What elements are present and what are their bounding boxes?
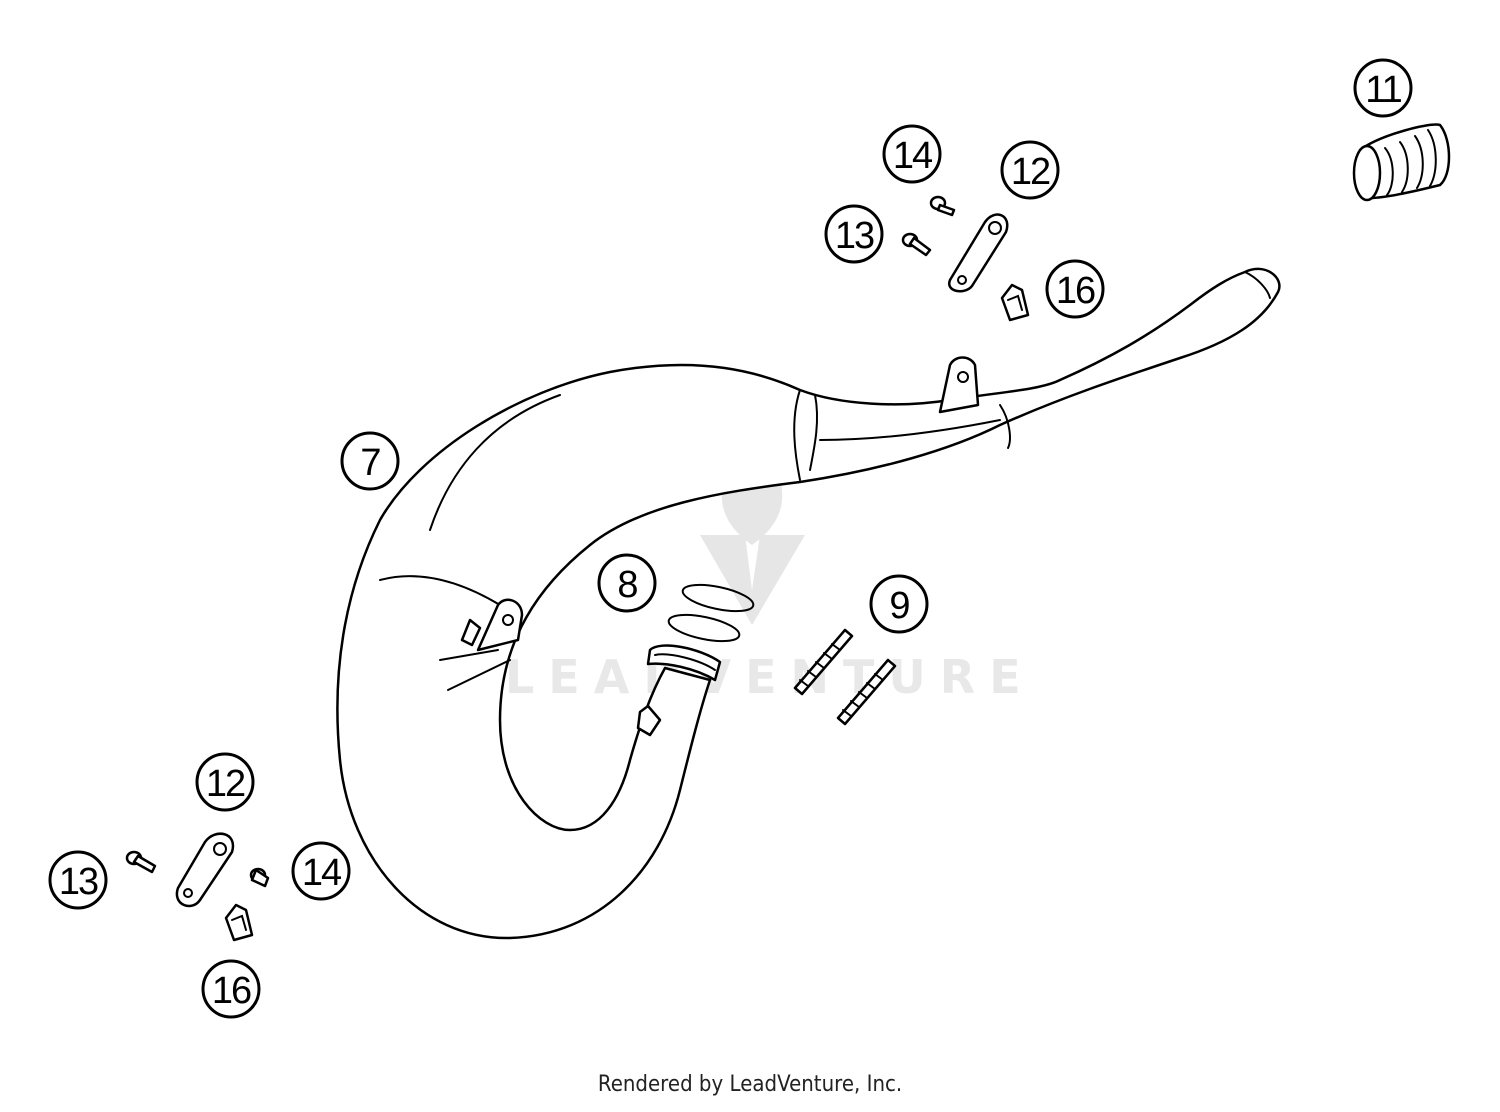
lower-screw-13 xyxy=(125,850,157,874)
callout-11-label: 11 xyxy=(1365,69,1401,111)
callout-16-upper-label: 16 xyxy=(1056,270,1095,312)
callout-16-upper: 16 xyxy=(1045,259,1105,319)
callout-12-lower: 12 xyxy=(195,752,255,812)
callout-13-upper-label: 13 xyxy=(835,215,874,257)
callout-13-upper: 13 xyxy=(824,204,884,264)
callout-7-label: 7 xyxy=(360,442,380,484)
callout-13-lower: 13 xyxy=(48,850,108,910)
o-rings xyxy=(667,583,755,643)
rendered-by-footer: Rendered by LeadVenture, Inc. xyxy=(597,1072,903,1097)
springs xyxy=(793,628,897,726)
lower-screw-14 xyxy=(249,867,270,888)
callout-14-lower: 14 xyxy=(291,841,351,901)
upper-screw-13 xyxy=(901,232,932,257)
callout-12-lower-label: 12 xyxy=(206,763,245,805)
rubber-sleeve xyxy=(1352,123,1451,202)
callout-14-upper-label: 14 xyxy=(893,135,933,177)
callout-9-label: 9 xyxy=(889,585,909,627)
watermark-text: LEADVENTURE xyxy=(505,650,1035,704)
callout-16-lower: 16 xyxy=(201,959,261,1019)
lower-mount-bracket xyxy=(175,832,235,908)
callout-8-label: 8 xyxy=(617,564,637,606)
callout-9: 9 xyxy=(869,574,929,634)
callout-16-lower-label: 16 xyxy=(212,970,251,1012)
exhaust-pipe xyxy=(336,267,1281,940)
upper-clip-16 xyxy=(1000,283,1030,322)
upper-mount-bracket xyxy=(947,213,1009,293)
callout-13-lower-label: 13 xyxy=(59,861,98,903)
callout-14-lower-label: 14 xyxy=(302,852,342,894)
watermark-logo: LEADVENTURE xyxy=(505,420,1035,704)
callout-7: 7 xyxy=(340,431,400,491)
callout-14-upper: 14 xyxy=(882,124,942,184)
callout-11: 11 xyxy=(1353,58,1413,118)
lower-clip-16 xyxy=(224,903,254,942)
callout-12-upper: 12 xyxy=(1000,140,1060,200)
callout-12-upper-label: 12 xyxy=(1011,151,1050,193)
upper-screw-14 xyxy=(929,195,956,217)
callout-8: 8 xyxy=(597,553,657,613)
